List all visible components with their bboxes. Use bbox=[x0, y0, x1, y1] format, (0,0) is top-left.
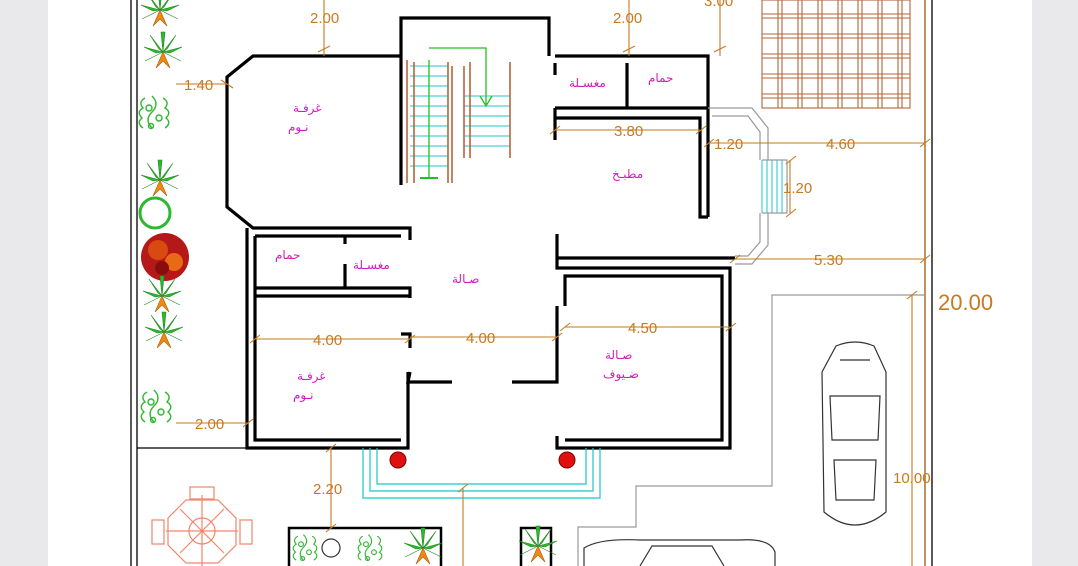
room-label-hall: صـالة bbox=[452, 272, 479, 286]
dim-hall-width: 4.00 bbox=[466, 330, 495, 347]
room-label-laundry-left: مغسـلة bbox=[353, 258, 390, 272]
dim-parking: 10.00 bbox=[893, 470, 931, 487]
dim-total-depth: 20.00 bbox=[938, 290, 993, 315]
room-label-bedroom-top-1: غرفـة bbox=[293, 101, 322, 116]
dim-side-c: 5.30 bbox=[814, 252, 843, 269]
room-label-bath-left: حمام bbox=[275, 248, 300, 262]
shrub-icon bbox=[138, 196, 172, 230]
room-label-guest-1: صـالة bbox=[605, 348, 632, 362]
column-right bbox=[558, 451, 576, 469]
room-label-guest-2: ضـيوف bbox=[603, 367, 639, 382]
room-label-laundry-top: مغسـلة bbox=[569, 76, 606, 90]
planter-box-left bbox=[287, 526, 443, 566]
room-label-kitchen: مطبـخ bbox=[612, 167, 643, 181]
car-icon-bottom bbox=[583, 539, 776, 566]
garden-table-icon bbox=[151, 486, 253, 566]
dim-kitchen-width: 3.80 bbox=[614, 123, 643, 140]
shrub-icon bbox=[321, 538, 341, 558]
dim-guest-width: 4.50 bbox=[628, 320, 657, 337]
dim-top-far: 3.00 bbox=[704, 0, 733, 10]
front-steps bbox=[362, 448, 601, 499]
dim-side-b: 4.60 bbox=[826, 136, 855, 153]
room-label-bedroom-bottom-1: غرفـة bbox=[297, 369, 326, 384]
parking-area-outline bbox=[577, 294, 925, 566]
house-walls bbox=[225, 16, 735, 450]
dim-left-bottom: 2.00 bbox=[195, 416, 224, 433]
flower-bush-icon bbox=[141, 233, 189, 281]
column-left bbox=[389, 451, 407, 469]
dim-bedroom-width: 4.00 bbox=[313, 332, 342, 349]
dim-front: 2.20 bbox=[313, 481, 342, 498]
dimension-lines bbox=[176, 0, 931, 566]
room-label-bath-top: حمام bbox=[648, 71, 673, 85]
dim-side-a: 1.20 bbox=[714, 136, 743, 153]
room-label-bedroom-bottom-2: نـوم bbox=[293, 388, 313, 403]
room-label-bedroom-top-2: نـوم bbox=[288, 120, 308, 135]
staircase-icon bbox=[406, 47, 511, 183]
car-icon bbox=[821, 341, 887, 526]
dim-step: 1.20 bbox=[783, 180, 812, 197]
kitchen-bay bbox=[708, 107, 788, 265]
dim-top-right: 2.00 bbox=[613, 10, 642, 27]
pergola-grid-icon bbox=[761, 0, 911, 109]
dim-left-setback: 1.40 bbox=[184, 77, 213, 94]
dim-top-left: 2.00 bbox=[310, 10, 339, 27]
